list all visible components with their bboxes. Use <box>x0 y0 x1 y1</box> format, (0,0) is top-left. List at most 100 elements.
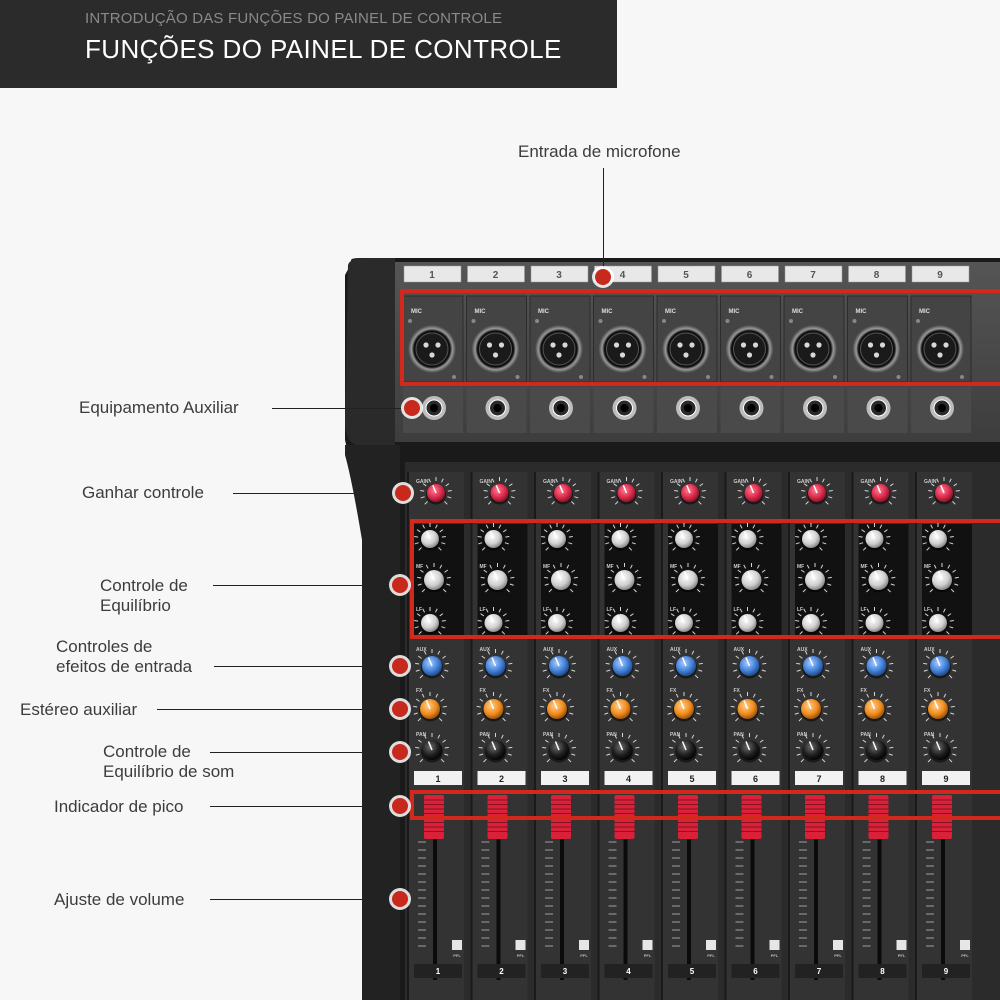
knob-tick <box>414 626 419 629</box>
gain-knob <box>610 477 643 505</box>
pan-caption: PAN <box>480 732 491 738</box>
knob-tick <box>419 758 424 763</box>
knob-tick <box>822 626 827 629</box>
knob-tick <box>541 620 546 622</box>
knob-tick <box>818 734 822 739</box>
knob-tick <box>922 542 927 545</box>
knob-tick <box>676 524 679 529</box>
gain-caption: GAIN <box>734 479 747 485</box>
knob-tick <box>825 753 830 756</box>
knob-shadow <box>482 699 505 722</box>
knob-pointer <box>870 531 876 540</box>
knob-tick <box>889 662 894 665</box>
knob-tick <box>569 588 574 593</box>
knob-tick <box>540 712 545 715</box>
fx-caption: FX <box>670 688 677 694</box>
knob-tick <box>546 674 551 679</box>
knob-tick <box>569 655 574 659</box>
knob-shadow <box>548 656 570 679</box>
eq-band <box>604 524 655 636</box>
gain-leader <box>233 493 396 494</box>
knob-cap <box>485 656 506 676</box>
knob-tick <box>487 734 491 739</box>
knob-tick <box>796 746 801 749</box>
gain-caption: GAIN <box>416 479 429 485</box>
channel-tab-number: 7 <box>810 270 816 281</box>
jack-ring <box>930 396 954 420</box>
mixer-body <box>345 258 1000 1000</box>
knob-tick <box>825 662 830 665</box>
peak-led <box>491 795 496 803</box>
peak-led <box>745 795 750 803</box>
peak-label: Indicador de pico <box>54 797 184 816</box>
eq-low-knob <box>795 607 827 635</box>
knob-tick <box>632 712 637 715</box>
fx-knob <box>540 692 574 722</box>
knob-tick <box>677 734 681 739</box>
eq-mf-caption: MF <box>670 564 677 570</box>
knob-tick <box>498 524 502 529</box>
knob-tick <box>861 576 866 579</box>
knob-pointer <box>872 741 878 751</box>
knob-tick <box>745 478 749 483</box>
fx-label-line2: efeitos de entrada <box>56 657 193 676</box>
pan-caption: PAN <box>543 732 554 738</box>
fx-knob <box>794 692 828 722</box>
knob-tick <box>502 564 506 569</box>
knob-tick <box>732 662 737 665</box>
pfl-caption: PFL <box>517 953 525 958</box>
knob-tick <box>732 542 737 545</box>
screw <box>662 319 666 323</box>
jack-hole <box>870 399 887 417</box>
eq-high-knob <box>922 523 954 551</box>
line-panel <box>657 387 717 433</box>
knob-tick <box>695 536 700 538</box>
knob-shadow <box>546 699 568 722</box>
peak-led <box>809 795 813 803</box>
xlr-pin <box>613 342 620 348</box>
knob-tick <box>550 650 554 655</box>
xlr-pin <box>804 342 810 348</box>
line-panel <box>530 387 590 433</box>
knob-tick <box>610 758 614 763</box>
xlr-pin <box>625 342 632 348</box>
volume-marker <box>392 891 408 907</box>
knob-tick <box>882 631 887 635</box>
eq-high-knob <box>541 523 573 551</box>
channel-tab <box>530 265 589 283</box>
aux-knob <box>478 649 513 679</box>
knob-shadow <box>737 614 758 635</box>
knob-cap <box>928 699 948 719</box>
fx-knob <box>476 692 511 722</box>
knob-shadow <box>807 484 827 505</box>
xlr-pin <box>619 352 626 358</box>
xlr-jack <box>535 325 583 373</box>
knob-tick <box>923 662 928 665</box>
knob-tick <box>571 753 576 756</box>
knob-tick <box>882 547 887 551</box>
knob-tick <box>795 536 800 538</box>
knob-tick <box>950 588 955 593</box>
knob-tick <box>862 583 867 586</box>
eq-low-knob <box>541 607 573 635</box>
pfl-caption: PFL <box>898 953 906 958</box>
knob-tick <box>761 501 766 505</box>
knob-tick <box>446 576 451 579</box>
knob-tick <box>637 576 642 579</box>
knob-tick <box>946 717 951 722</box>
knob-tick <box>507 669 512 672</box>
knob-pointer <box>940 485 945 494</box>
eq-mf-caption: MF <box>734 564 741 570</box>
knob-tick <box>862 717 866 722</box>
eq-lf-caption: LF <box>734 607 740 613</box>
knob-shadow <box>553 484 573 505</box>
pan-knob <box>923 733 957 763</box>
knob-tick <box>510 496 515 499</box>
peak-indicator-frame <box>410 790 1000 820</box>
knob-pointer <box>552 700 558 710</box>
fader-cap <box>805 795 825 839</box>
knob-tick <box>695 626 700 629</box>
mic-label: MIC <box>792 309 804 315</box>
screw <box>960 375 964 379</box>
